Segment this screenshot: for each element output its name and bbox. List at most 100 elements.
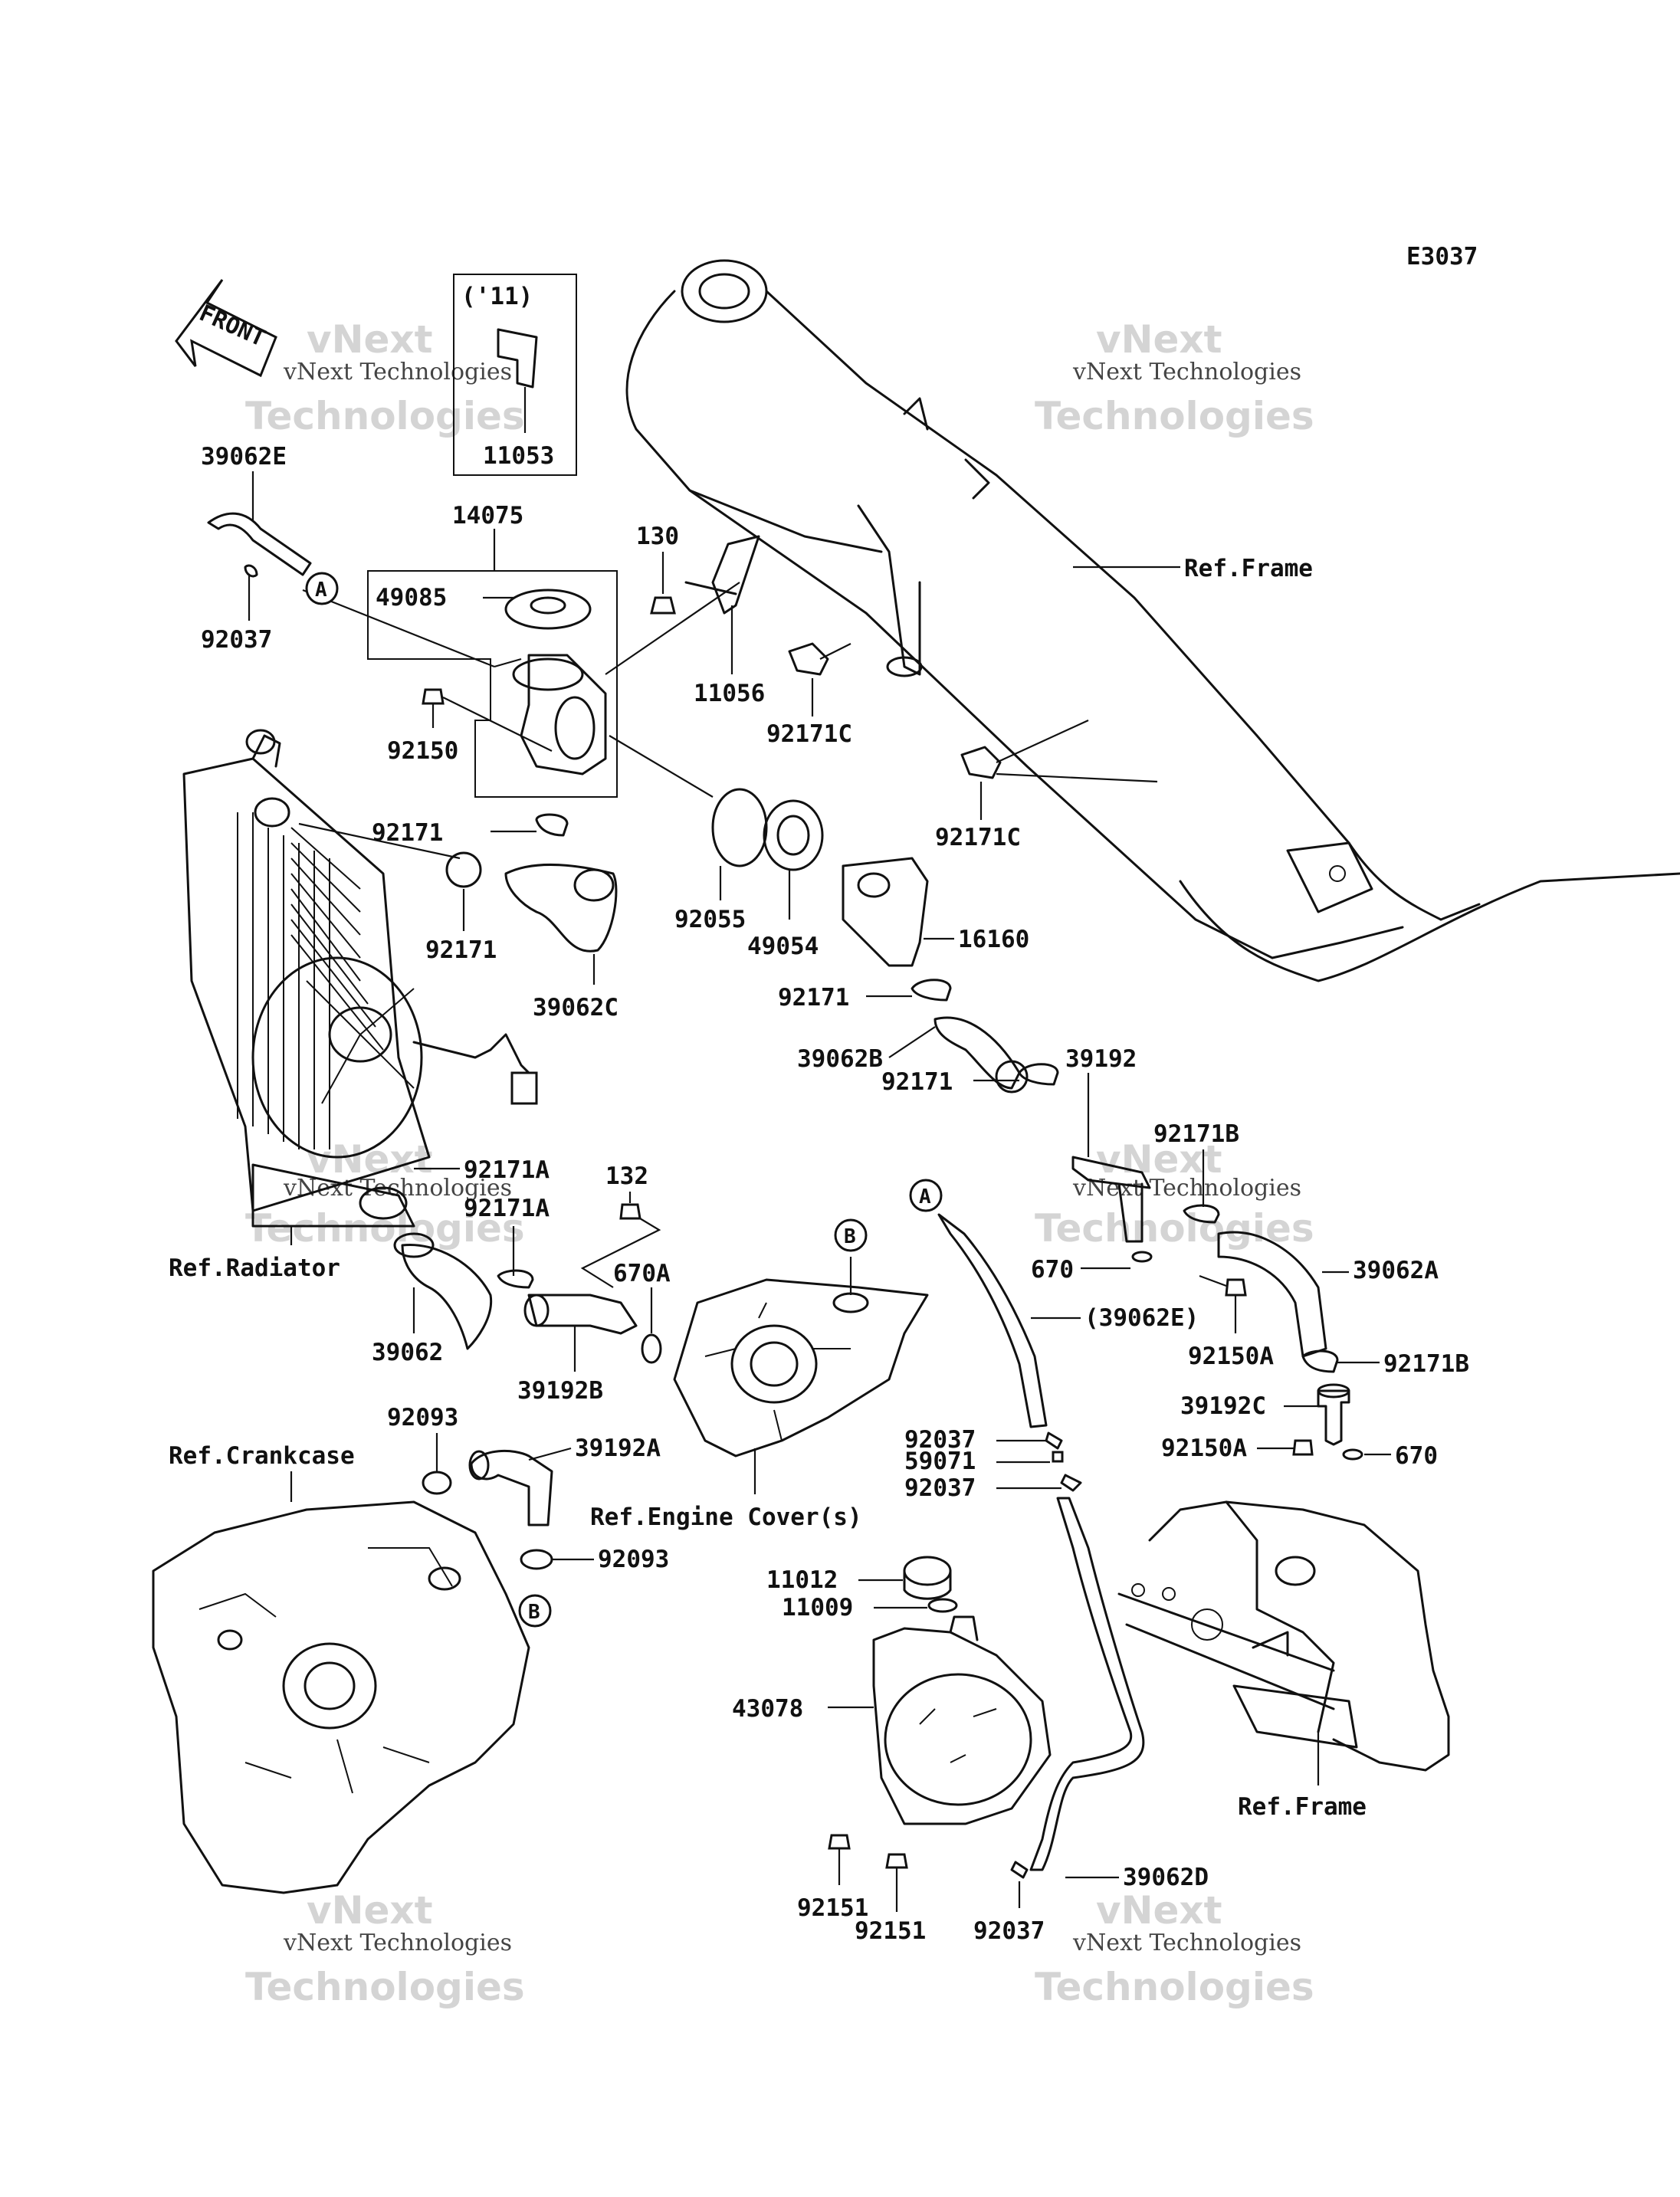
label-92037-d: 92037 (973, 1917, 1045, 1945)
watermark-brand: vNext (1096, 317, 1222, 362)
label-92151-a: 92151 (797, 1894, 868, 1922)
watermark-brand: vNext (1096, 1888, 1222, 1933)
fitting-39192: 39192 92171 (881, 1045, 1151, 1243)
label-92150A-a: 92150A (1188, 1343, 1274, 1370)
label-92171B-b: 92171B (1383, 1350, 1469, 1378)
label-92037-b: 92037 (904, 1426, 976, 1454)
label-39062A: 39062A (1353, 1257, 1439, 1284)
watermark-caption: vNext Technologies (1072, 1930, 1301, 1956)
watermark-caption: vNext Technologies (283, 1930, 512, 1956)
label-39062B: 39062B (797, 1045, 883, 1073)
label-92171C-b: 92171C (935, 824, 1021, 851)
watermark-brand: vNext (307, 317, 433, 362)
watermark-brand: vNext (1096, 1137, 1222, 1182)
label-132: 132 (605, 1162, 648, 1190)
label-39192C: 39192C (1180, 1392, 1266, 1420)
diagram-code: E3037 (1406, 243, 1478, 271)
label-92171A-a: 92171A (464, 1156, 550, 1184)
label-92037-a: 92037 (201, 626, 272, 654)
watermark: vNext Technologies vNext Technologies vN… (245, 317, 1314, 2009)
label-11053: 11053 (483, 442, 554, 470)
hose-39062B: 39062B (797, 1016, 1029, 1094)
label-43078: 43078 (732, 1695, 803, 1723)
label-39192: 39192 (1065, 1045, 1137, 1073)
callout-bubbles: A A B B (305, 572, 943, 1628)
housing-16160: 16160 (842, 857, 1029, 967)
clamp-92171-mid: 92171 (778, 979, 952, 1012)
label-39062E: 39062E (201, 443, 287, 471)
bolts-92151: 92151 92151 (797, 1834, 926, 1945)
watermark-brand-sub: Technologies (245, 1965, 525, 2009)
thermostat-49054: 49054 (747, 799, 824, 960)
label-92055: 92055 (674, 906, 746, 933)
label-92150A-b: 92150A (1161, 1435, 1247, 1462)
watermark-caption: vNext Technologies (1072, 359, 1301, 385)
ref-frame-top: Ref.Frame (1184, 555, 1313, 582)
label-11009: 11009 (782, 1594, 853, 1622)
label-39192B: 39192B (517, 1377, 603, 1405)
callout-B-mid: B (844, 1225, 856, 1248)
bracket-11053-shape (497, 328, 538, 389)
radiator: Ref.Radiator (169, 729, 538, 1282)
ref-engine-cover: Ref.Engine Cover(s) (590, 1503, 862, 1531)
label-92171-c: 92171 (778, 984, 849, 1012)
label-670A: 670A (613, 1260, 671, 1287)
oring-670A: 670A (613, 1260, 671, 1364)
label-92171C-a: 92171C (766, 720, 852, 748)
watermark-brand-sub: Technologies (1035, 1965, 1314, 2009)
label-11012: 11012 (766, 1566, 838, 1594)
label-39062E-ref: (39062E) (1084, 1304, 1199, 1332)
seal-92093-group: 92093 39192A 92093 (387, 1404, 669, 1573)
watermark-caption: vNext Technologies (283, 359, 512, 385)
hose-39062D: 39062D 92037 (973, 1497, 1209, 1945)
ref-crankcase: Ref.Crankcase (169, 1442, 355, 1470)
label-92150: 92150 (387, 737, 458, 765)
hose-39062: 39062 (359, 1186, 493, 1366)
label-14075: 14075 (452, 502, 523, 530)
fitting-39192B: 132 39192B (517, 1162, 661, 1405)
right-cluster: 670 92150A 92171B 39192C 92150A 670 (1031, 1251, 1469, 1470)
label-670-a: 670 (1031, 1256, 1074, 1284)
watermark-brand: vNext (307, 1888, 433, 1933)
hose-39062C: 39062C (504, 864, 619, 1021)
ref-radiator: Ref.Radiator (169, 1254, 340, 1282)
label-92171B-a: 92171B (1153, 1120, 1239, 1148)
label-92171-a: 92171 (372, 819, 443, 847)
fitting-stack: 92037 59071 92037 (904, 1426, 1082, 1502)
callout-B-bottom: B (528, 1601, 540, 1624)
hose-39062E-long: (39062E) (937, 1213, 1199, 1428)
label-92171-b: 92171 (425, 936, 497, 964)
label-92151-b: 92151 (855, 1917, 926, 1945)
label-39192A: 39192A (575, 1435, 661, 1462)
crankcase: Ref.Crankcase (152, 1442, 530, 1894)
oring-92055: 92055 (609, 735, 768, 933)
callout-A-top: A (315, 579, 327, 602)
label-49054: 49054 (747, 933, 819, 960)
clamp-92171B-top: 92171B (1153, 1120, 1239, 1224)
label-92037-c: 92037 (904, 1474, 976, 1502)
filler-neck-group: 14075 49085 (367, 502, 618, 798)
watermark-caption: vNext Technologies (1072, 1175, 1301, 1202)
label-59071: 59071 (904, 1448, 976, 1475)
label-92171A-b: 92171A (464, 1195, 550, 1222)
label-11056: 11056 (694, 680, 765, 707)
engine-cover: Ref.Engine Cover(s) (590, 1257, 929, 1531)
clamp-92171A: 92171A 92171A (414, 1156, 550, 1289)
clamp-92171-radiator: 92171 92171 (298, 813, 569, 964)
label-49085: 49085 (376, 584, 447, 612)
reservoir-43078: 11012 11009 43078 (732, 1556, 1052, 1825)
watermark-brand-sub: Technologies (245, 394, 525, 438)
frame-top: Ref.Frame (625, 259, 1680, 982)
label-39062C: 39062C (533, 994, 619, 1021)
label-670-b: 670 (1395, 1442, 1438, 1470)
label-92093-b: 92093 (598, 1546, 669, 1573)
model-2011-box: ('11) 11053 (453, 274, 577, 476)
bracket-11056: 130 11056 (605, 523, 765, 707)
hose-39062E: 39062E 92037 (201, 443, 522, 668)
hose-39062A: 39062A (1217, 1231, 1439, 1358)
watermark-brand-sub: Technologies (1035, 1206, 1314, 1251)
label-130: 130 (636, 523, 679, 550)
front-arrow-icon: FRONT (175, 279, 277, 378)
ref-frame-bottom: Ref.Frame (1238, 1793, 1367, 1821)
